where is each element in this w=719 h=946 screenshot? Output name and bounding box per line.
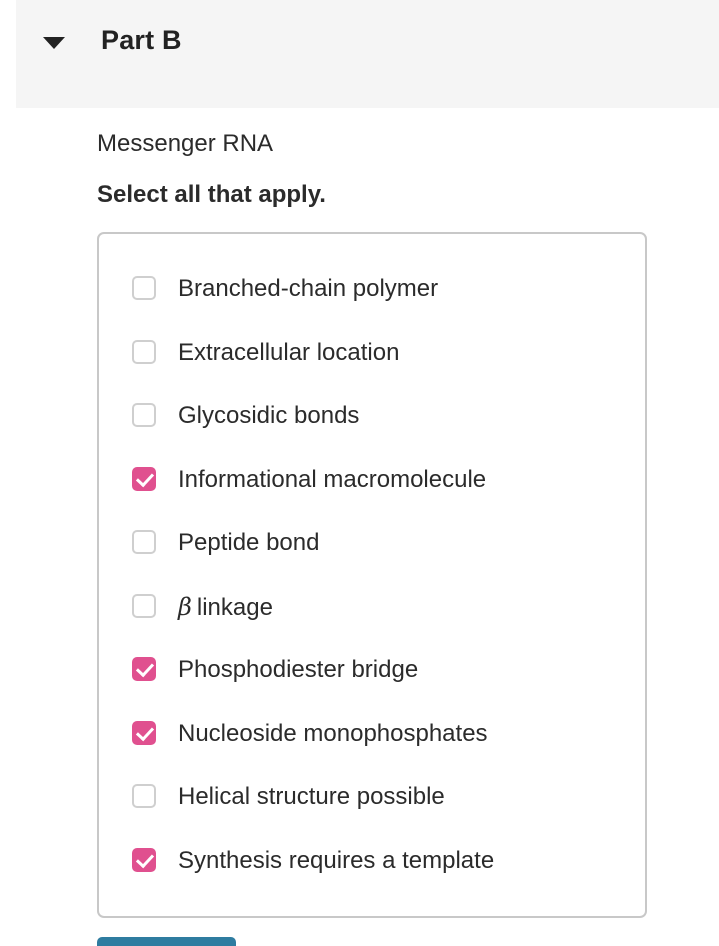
checkbox[interactable]	[132, 657, 156, 681]
option-label-text: linkage	[196, 594, 273, 621]
checkbox[interactable]	[132, 721, 156, 745]
caret-down-icon[interactable]	[43, 37, 65, 49]
checkbox[interactable]	[132, 530, 156, 554]
option-informational-macromolecule[interactable]: Informational macromolecule	[99, 459, 645, 499]
option-helical-structure-possible[interactable]: Helical structure possible	[99, 776, 645, 816]
checkbox[interactable]	[132, 340, 156, 364]
option-branched-chain-polymer[interactable]: Branched-chain polymer	[99, 268, 645, 308]
option-glycosidic-bonds[interactable]: Glycosidic bonds	[99, 395, 645, 435]
option-extracellular-location[interactable]: Extracellular location	[99, 332, 645, 372]
option-label: Informational macromolecule	[178, 466, 487, 493]
option-label: Phosphodiester bridge	[178, 656, 419, 683]
option-synthesis-requires-template[interactable]: Synthesis requires a template	[99, 840, 645, 880]
part-title: Part B	[101, 25, 182, 55]
submit-button[interactable]	[97, 937, 236, 946]
options-list: Branched-chain polymer Extracellular loc…	[97, 232, 647, 918]
question-subject: Messenger RNA	[97, 130, 274, 157]
question-instruction: Select all that apply.	[97, 181, 326, 208]
option-label: Extracellular location	[178, 339, 400, 366]
checkbox[interactable]	[132, 403, 156, 427]
option-label: Synthesis requires a template	[178, 847, 495, 874]
option-label: Glycosidic bonds	[178, 402, 360, 429]
part-header[interactable]: Part B	[16, 0, 719, 108]
option-label: Branched-chain polymer	[178, 275, 439, 302]
option-label: Helical structure possible	[178, 783, 445, 810]
beta-symbol: β	[178, 593, 192, 621]
option-phosphodiester-bridge[interactable]: Phosphodiester bridge	[99, 649, 645, 689]
checkbox[interactable]	[132, 276, 156, 300]
option-peptide-bond[interactable]: Peptide bond	[99, 522, 645, 562]
checkbox[interactable]	[132, 848, 156, 872]
checkbox[interactable]	[132, 784, 156, 808]
checkbox[interactable]	[132, 467, 156, 491]
checkbox[interactable]	[132, 594, 156, 618]
option-label: Peptide bond	[178, 529, 320, 556]
option-label: Nucleoside monophosphates	[178, 720, 488, 747]
option-nucleoside-monophosphates[interactable]: Nucleoside monophosphates	[99, 713, 645, 753]
